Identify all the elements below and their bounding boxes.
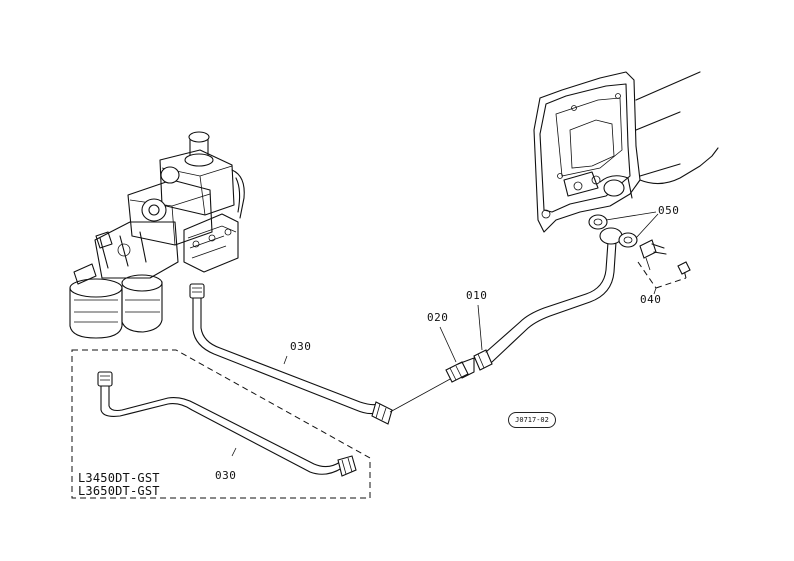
pipe-030 bbox=[189, 283, 393, 425]
union-020 bbox=[445, 357, 475, 383]
part-label-050: 050 bbox=[658, 204, 680, 217]
part-label-030: 030 bbox=[290, 340, 312, 353]
union-010 bbox=[473, 349, 493, 371]
model-label-1: L3450DT-GST bbox=[78, 471, 160, 485]
bolt-040 bbox=[639, 239, 691, 275]
reference-code-badge: J0717-02 bbox=[508, 412, 556, 428]
part-label-020: 020 bbox=[427, 311, 449, 324]
transmission-housing bbox=[533, 71, 719, 233]
part-label-030-inset: 030 bbox=[215, 469, 237, 482]
part-label-010: 010 bbox=[466, 289, 488, 302]
pipe-030-inset bbox=[97, 371, 357, 477]
model-label-2: L3650DT-GST bbox=[78, 484, 160, 498]
part-label-040: 040 bbox=[640, 293, 662, 306]
washers-050 bbox=[588, 214, 638, 248]
pipe-upper bbox=[485, 227, 623, 363]
hydraulic-unit-assembly bbox=[69, 131, 245, 339]
